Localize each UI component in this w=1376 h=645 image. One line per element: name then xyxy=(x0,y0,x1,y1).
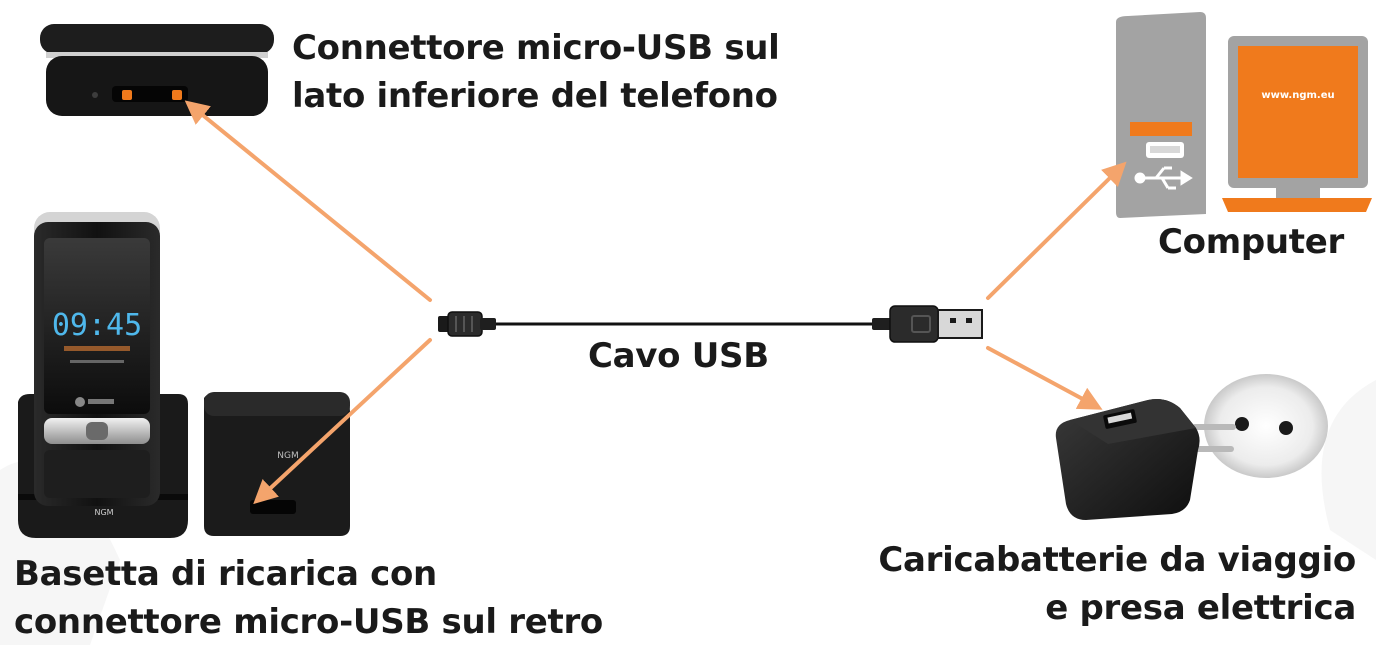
computer-image: www.ngm.eu xyxy=(1116,12,1372,218)
usb-symbol-icon xyxy=(1134,166,1193,190)
charging-base-label-line1: Basetta di ricarica con xyxy=(14,554,437,594)
travel-charger-label-line1: Caricabatterie da viaggio xyxy=(878,540,1356,580)
phone-bottom-edge-image xyxy=(40,24,274,116)
travel-charger-image xyxy=(1055,374,1328,520)
phone-connector-label-line2: lato inferiore del telefono xyxy=(292,76,778,116)
svg-text:NGM: NGM xyxy=(94,508,113,517)
travel-charger-label: Caricabatterie da viaggio e presa elettr… xyxy=(878,536,1356,632)
svg-text:NGM: NGM xyxy=(277,451,298,461)
phone-connector-label: Connettore micro-USB sul lato inferiore … xyxy=(292,24,780,120)
phone-connector-label-line1: Connettore micro-USB sul xyxy=(292,28,780,68)
arrow-to-charger xyxy=(986,346,1103,410)
travel-charger-label-line2: e presa elettrica xyxy=(1045,588,1356,628)
arrow-to-dock-connector xyxy=(253,338,432,505)
usb-cable xyxy=(438,305,983,343)
arrow-to-computer xyxy=(986,161,1127,300)
dock-back-image: NGM xyxy=(204,392,350,536)
usb-a-plug-icon xyxy=(872,305,983,343)
usb-cable-label: Cavo USB xyxy=(588,336,769,376)
charging-base-label: Basetta di ricarica con connettore micro… xyxy=(14,550,603,645)
connection-arrows xyxy=(184,100,1127,505)
phone-clock-display: 09:45 xyxy=(52,308,142,343)
charging-base-label-line2: connettore micro-USB sul retro xyxy=(14,602,603,642)
arrow-to-phone-connector xyxy=(184,100,432,302)
micro-usb-plug-icon xyxy=(438,311,496,337)
monitor-url-text: www.ngm.eu xyxy=(1261,90,1334,101)
phone-in-dock-image: NGM 09:45 xyxy=(18,212,188,538)
computer-label: Computer xyxy=(1158,222,1344,262)
